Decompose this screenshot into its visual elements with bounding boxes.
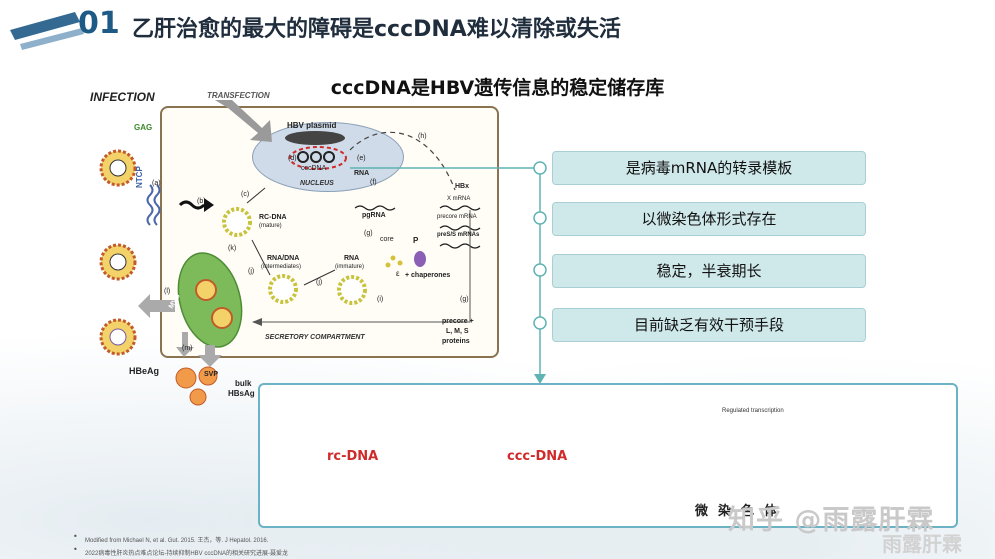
footnote-citation: Modified from Michael N, et al. Gut. 201… [85, 538, 269, 544]
virion-icon [99, 243, 137, 281]
svp-particle [175, 367, 197, 389]
rc-dna-text: rc-DNA [327, 449, 379, 464]
polymerase-icon [414, 251, 426, 267]
immature-label: (immature) [335, 264, 365, 270]
entry-arrow [178, 200, 206, 210]
point-no-intervention: 目前缺乏有效干预手段 [552, 308, 866, 342]
gag-label: GAG [134, 123, 153, 132]
step-b: (b) [197, 198, 206, 205]
rc-dna-capsid [222, 207, 252, 237]
hbeag-label: HBeAg [129, 366, 160, 376]
p-label: P [413, 236, 419, 245]
nucleus-label: NUCLEUS [300, 180, 334, 187]
rc-dna-label: RC-DNA [259, 214, 287, 221]
hbx-label: HBx [455, 183, 470, 190]
lms-label: L, M, S [446, 328, 469, 335]
core-label: core [380, 236, 394, 243]
hbv-plasmid-label: HBV plasmid [287, 121, 337, 130]
transfection-arrow [215, 100, 272, 142]
header-slash-decoration [10, 12, 84, 50]
hbsag-label: HBsAg [228, 389, 255, 398]
step-l: (l) [164, 288, 171, 295]
step-j2: (j) [248, 268, 255, 275]
watermark-text: 知乎 @雨露肝霖 [728, 505, 935, 536]
step-i: (i) [377, 296, 384, 303]
transfection-label: TRANSFECTION [207, 91, 270, 100]
pgrna-strand [354, 205, 396, 211]
rna-label: RNA [344, 255, 360, 262]
point-stable: 稳定，半衰期长 [552, 254, 866, 288]
step-g1: (g) [364, 230, 373, 237]
step-f: (f) [370, 179, 377, 186]
section-number: 01 [78, 6, 120, 41]
ntcp-receptor [146, 184, 154, 226]
proteins-label: proteins [442, 338, 470, 345]
step-h: (h) [418, 133, 427, 140]
virion-icon [99, 149, 137, 187]
regulated-transcription-label: Regulated transcription [722, 408, 784, 414]
mature-label: (mature) [259, 223, 282, 229]
rna-nucleus-label: RNA [354, 170, 370, 177]
ntcp-label: NTCP [135, 166, 144, 188]
secretory-label: SECRETORY COMPARTMENT [265, 334, 365, 341]
step-d: (d) [288, 155, 297, 162]
infection-label: INFECTION [90, 90, 155, 104]
footnote-bullet: • [73, 545, 78, 554]
pres-mrnas-label: preS/S mRNAs [437, 232, 480, 238]
export-arrow [138, 294, 175, 318]
secretory-path [258, 210, 471, 323]
virion-icon [99, 318, 137, 356]
recycling-arc [349, 131, 456, 191]
step-g2: (g) [460, 296, 469, 303]
immature-capsid [337, 275, 367, 305]
point-minichromosome: 以微染色体形式存在 [552, 202, 866, 236]
step-e: (e) [357, 155, 366, 162]
ccc-dna-text: ccc-DNA [507, 449, 568, 464]
precore-proteins-label: precore + [442, 318, 474, 325]
minichromosome-label: 微染色体 [695, 504, 788, 519]
cccdna-highlight [289, 146, 347, 170]
intermediates-label: (intermediates) [261, 264, 302, 270]
step-a: (a) [152, 180, 161, 187]
step-m: (m) [182, 345, 193, 352]
conversion-panel [258, 383, 958, 528]
rna-dna-label: RNA/DNA [267, 255, 300, 262]
step-k: (k) [228, 245, 237, 252]
slide-header: 01 乙肝治愈的最大的障碍是cccDNA难以清除或失活 [0, 0, 995, 50]
footnote-bullet: • [73, 532, 78, 541]
slide-title: 乙肝治愈的最大的障碍是cccDNA难以清除或失活 [132, 17, 621, 42]
slide-subtitle: cccDNA是HBV遗传信息的稳定储存库 [330, 77, 665, 99]
intermediate-capsid [268, 274, 298, 304]
svp-label: SVP [204, 371, 219, 378]
x-mrna-label: X mRNA [447, 196, 471, 202]
bulk-label: bulk [235, 379, 252, 388]
epsilon-label: ε [396, 269, 400, 278]
point-mrna-template: 是病毒mRNA的转录模板 [552, 151, 866, 185]
step-j1: (j) [316, 279, 323, 286]
step-c: (c) [241, 191, 250, 198]
watermark-text-secondary: 雨露肝霖 [882, 532, 962, 556]
precore-mrna-label: precore mRNA [437, 214, 477, 220]
hbv-plasmid-shape [285, 131, 345, 145]
chaperones-label: + chaperones [405, 272, 451, 279]
footnote-source: 2022病毒性肝炎热点难点论坛-持续抑制HBV cccDNA的相关研究进展-聂爱… [85, 551, 289, 557]
pgrna-label: pgRNA [362, 212, 386, 219]
cccdna-label: cccDNA [301, 165, 327, 172]
